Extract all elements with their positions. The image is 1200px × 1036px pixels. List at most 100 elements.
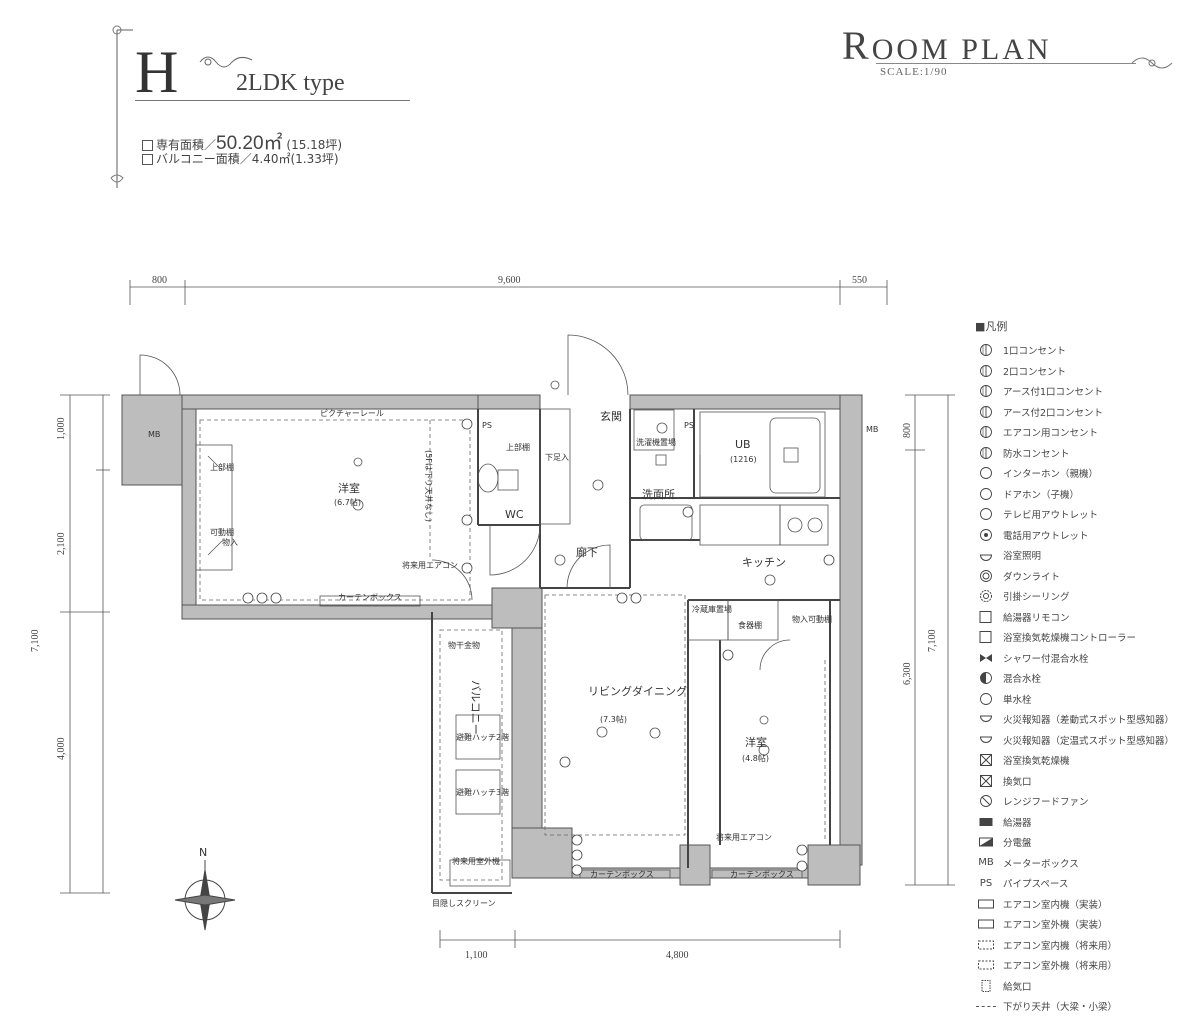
legend-item: 火災報知器（差動式スポット型感知器）: [975, 709, 1195, 730]
evac-hatch-2-label: 避難ハッチ2階: [456, 732, 509, 742]
ceiling-light-icon: [759, 715, 769, 725]
ceiling-drop-living: [544, 594, 686, 836]
legend-symbol-icon: [975, 815, 997, 829]
legend-item: 浴室換気乾燥機: [975, 750, 1195, 771]
balcony-area-text: バルコニー面積／4.40㎡(1.33坪): [156, 152, 339, 166]
wall: [491, 587, 543, 629]
outlet-icon: [571, 834, 583, 846]
vent-icon: [655, 454, 667, 466]
storage-movable-label: 物入可動棚: [792, 614, 832, 624]
legend-item: シャワー付混合水栓: [975, 648, 1195, 669]
legend-symbol-icon: [975, 938, 997, 952]
outlet-icon: [682, 506, 694, 518]
legend-item: 引掛シーリング: [975, 586, 1195, 607]
legend-label: 浴室照明: [1003, 551, 1042, 563]
outlet-icon: [461, 562, 473, 574]
title-flourish: [1131, 57, 1173, 69]
exclusive-area-value: 50.20㎡: [216, 133, 283, 154]
north-label: N: [199, 846, 207, 859]
curtain-box-label-3: カーテンボックス: [730, 870, 794, 879]
outlet-icon: [722, 649, 734, 661]
header-rule: [135, 100, 410, 101]
legend-label: インターホン（親機）: [1003, 469, 1099, 481]
room-label-western-1: 洋室: [338, 481, 360, 495]
exclusive-area-label: 専有面積／: [156, 138, 217, 152]
toilet: [477, 463, 499, 493]
outlet-icon: [559, 756, 571, 768]
bath-dryer-icon: [783, 447, 799, 463]
kitchen-label: キッチン: [742, 556, 786, 569]
legend-item: ダウンライト: [975, 566, 1195, 587]
legend-label: エアコン用コンセント: [1003, 428, 1099, 440]
room-size-western-2: (4.8帖): [742, 753, 769, 763]
legend-item: 給湯器: [975, 812, 1195, 833]
legend-symbol-icon: [975, 979, 997, 993]
legend-symbol-icon: [975, 835, 997, 849]
legend-symbol-icon: [975, 692, 997, 706]
dim-left-4: 4,000: [56, 738, 67, 761]
legend-label: 単水栓: [1003, 694, 1032, 706]
dim-right-2: 6,300: [902, 663, 913, 686]
dish-shelf-label: 食器棚: [738, 620, 762, 630]
ub-label: UB: [735, 438, 751, 451]
ub-size: (1216): [730, 455, 757, 464]
curtain-box-room2: [711, 869, 803, 879]
legend-label: レンジフードファン: [1003, 797, 1089, 809]
wall: [181, 394, 483, 410]
ps-label-2: PS: [684, 421, 694, 430]
checkbox-icon: [142, 154, 153, 165]
downlight-icon: [764, 574, 776, 586]
dim-top-3: 550: [852, 275, 867, 286]
picture-rail-room1: [199, 419, 471, 601]
legend-symbol-icon: [975, 753, 997, 767]
legend-item: レンジフードファン: [975, 791, 1195, 812]
legend-symbol-icon: [975, 405, 997, 419]
hallway-label: 廊下: [576, 545, 598, 559]
legend-label: シャワー付混合水栓: [1003, 653, 1089, 665]
wc-door: [489, 524, 541, 576]
header-ornament: [110, 25, 133, 188]
dim-right-3: 7,100: [927, 630, 938, 653]
legend-symbol-icon: [975, 364, 997, 378]
shoe-box: [539, 408, 571, 525]
legend-item: エアコン室内機（実装）: [975, 894, 1195, 915]
legend-label: エアコン室内機（将来用）: [1003, 940, 1118, 952]
ceiling-light-icon: [758, 744, 770, 756]
ceiling-light-icon: [353, 457, 363, 467]
washbasin: [639, 504, 693, 541]
privacy-screen-label: 目隠しスクリーン: [432, 898, 496, 908]
legend-item: エアコン室内機（将来用）: [975, 935, 1195, 956]
header-flourish: [199, 56, 253, 68]
outlet-icon: [823, 554, 835, 566]
legend-symbol-icon: [975, 384, 997, 398]
bathtub: [769, 417, 821, 494]
legend-item: 浴室換気乾燥機コントローラー: [975, 627, 1195, 648]
legend-symbol-icon: [975, 712, 997, 726]
legend-item: 1口コンセント: [975, 340, 1195, 361]
legend-label: アース付2口コンセント: [1003, 407, 1103, 419]
evac-hatch-3-label: 避難ハッチ3階: [456, 787, 509, 797]
checkbox-icon: [142, 140, 153, 151]
outlet-icon: [256, 592, 268, 604]
washroom-label: 洗面所: [642, 488, 675, 501]
legend-symbol-icon: [975, 794, 997, 808]
legend-symbol-icon: [975, 589, 997, 603]
ceiling-light-icon: [596, 726, 608, 738]
legend-label: エアコン室外機（将来用）: [1003, 961, 1118, 973]
wall: [511, 827, 573, 879]
legend-symbol-icon: [975, 528, 997, 542]
legend-item: エアコン室外機（将来用）: [975, 955, 1195, 976]
legend-symbol-icon: [975, 958, 997, 972]
future-ac-label-2: 将来用エアコン: [716, 832, 772, 842]
legend-symbol-icon: [975, 610, 997, 624]
legend-symbol-icon: [975, 466, 997, 480]
legend-symbol-icon: [975, 507, 997, 521]
legend-item: 分電盤: [975, 832, 1195, 853]
mb-box-wall: [121, 394, 183, 486]
evac-hatch-3: [455, 769, 501, 815]
intercom-icon: [616, 592, 628, 604]
title-rule: [876, 63, 1136, 64]
title-rest: OOM PLAN: [871, 33, 1052, 66]
